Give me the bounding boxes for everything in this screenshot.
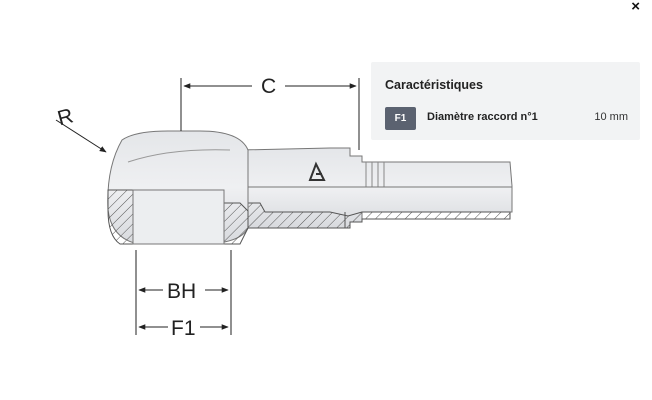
characteristic-label: Diamètre raccord n°1 <box>427 111 538 123</box>
close-button[interactable]: × <box>631 0 640 15</box>
dimension-c <box>180 78 360 150</box>
dimension-f1-label: F1 <box>171 317 196 340</box>
characteristic-value: 10 mm <box>594 111 628 123</box>
dimension-r <box>55 119 107 153</box>
characteristics-panel: Caractéristiques F1 Diamètre raccord n°1… <box>371 62 640 140</box>
brand-logo-icon <box>308 161 326 181</box>
panel-title: Caractéristiques <box>385 78 483 92</box>
dimension-bh <box>135 250 232 335</box>
characteristic-row: F1 Diamètre raccord n°1 10 mm <box>385 107 628 130</box>
dimension-r-label: R <box>55 104 76 130</box>
hose-tail <box>239 147 513 229</box>
code-badge: F1 <box>385 107 416 130</box>
dimension-bh-label: BH <box>167 280 196 303</box>
dimension-c-label: C <box>261 75 276 98</box>
banjo-eye <box>107 130 326 245</box>
